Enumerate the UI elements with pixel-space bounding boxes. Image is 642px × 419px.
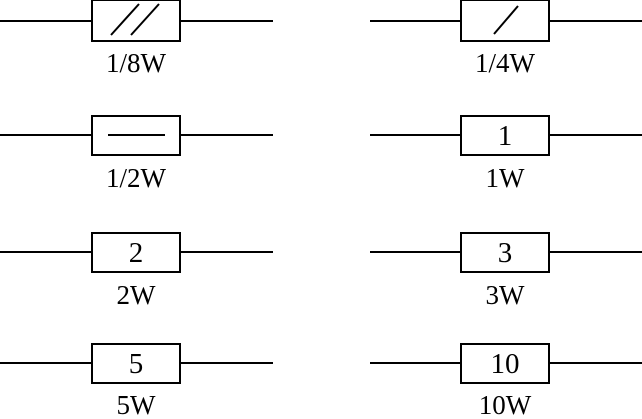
power-number-mark: 10 (491, 348, 520, 380)
rating-caption: 3W (486, 280, 526, 310)
rating-caption: 2W (117, 280, 157, 310)
resistor-symbol-5w: 5 5W (0, 343, 273, 419)
power-number-mark: 2 (129, 237, 144, 269)
rating-caption: 1/4W (475, 48, 536, 78)
rating-caption: 1/8W (106, 48, 167, 78)
rating-caption: 1/2W (106, 163, 167, 193)
resistor-body (460, 232, 550, 273)
rating-caption: 5W (117, 390, 157, 419)
resistor-symbol-1-4w: 1/4W (370, 0, 642, 78)
power-number-mark: 5 (129, 348, 144, 380)
resistor-symbol-3w: 3 3W (370, 232, 642, 310)
power-number-mark: 3 (498, 237, 513, 269)
resistor-symbol-1w: 1 1W (370, 115, 642, 193)
rating-caption: 1W (486, 163, 526, 193)
resistor-symbol-10w: 10 10W (370, 343, 642, 419)
rating-caption: 10W (479, 390, 532, 419)
resistor-symbol-1-8w: 1/8W (0, 0, 273, 78)
power-slash-mark (493, 5, 519, 35)
power-slash-mark (130, 3, 160, 36)
resistor-body (91, 232, 181, 273)
power-number-mark: 1 (498, 120, 513, 152)
resistor-symbol-1-2w: 1/2W (0, 115, 273, 193)
resistor-symbol-2w: 2 2W (0, 232, 273, 310)
resistor-body (460, 115, 550, 156)
power-slash-mark (110, 3, 140, 36)
